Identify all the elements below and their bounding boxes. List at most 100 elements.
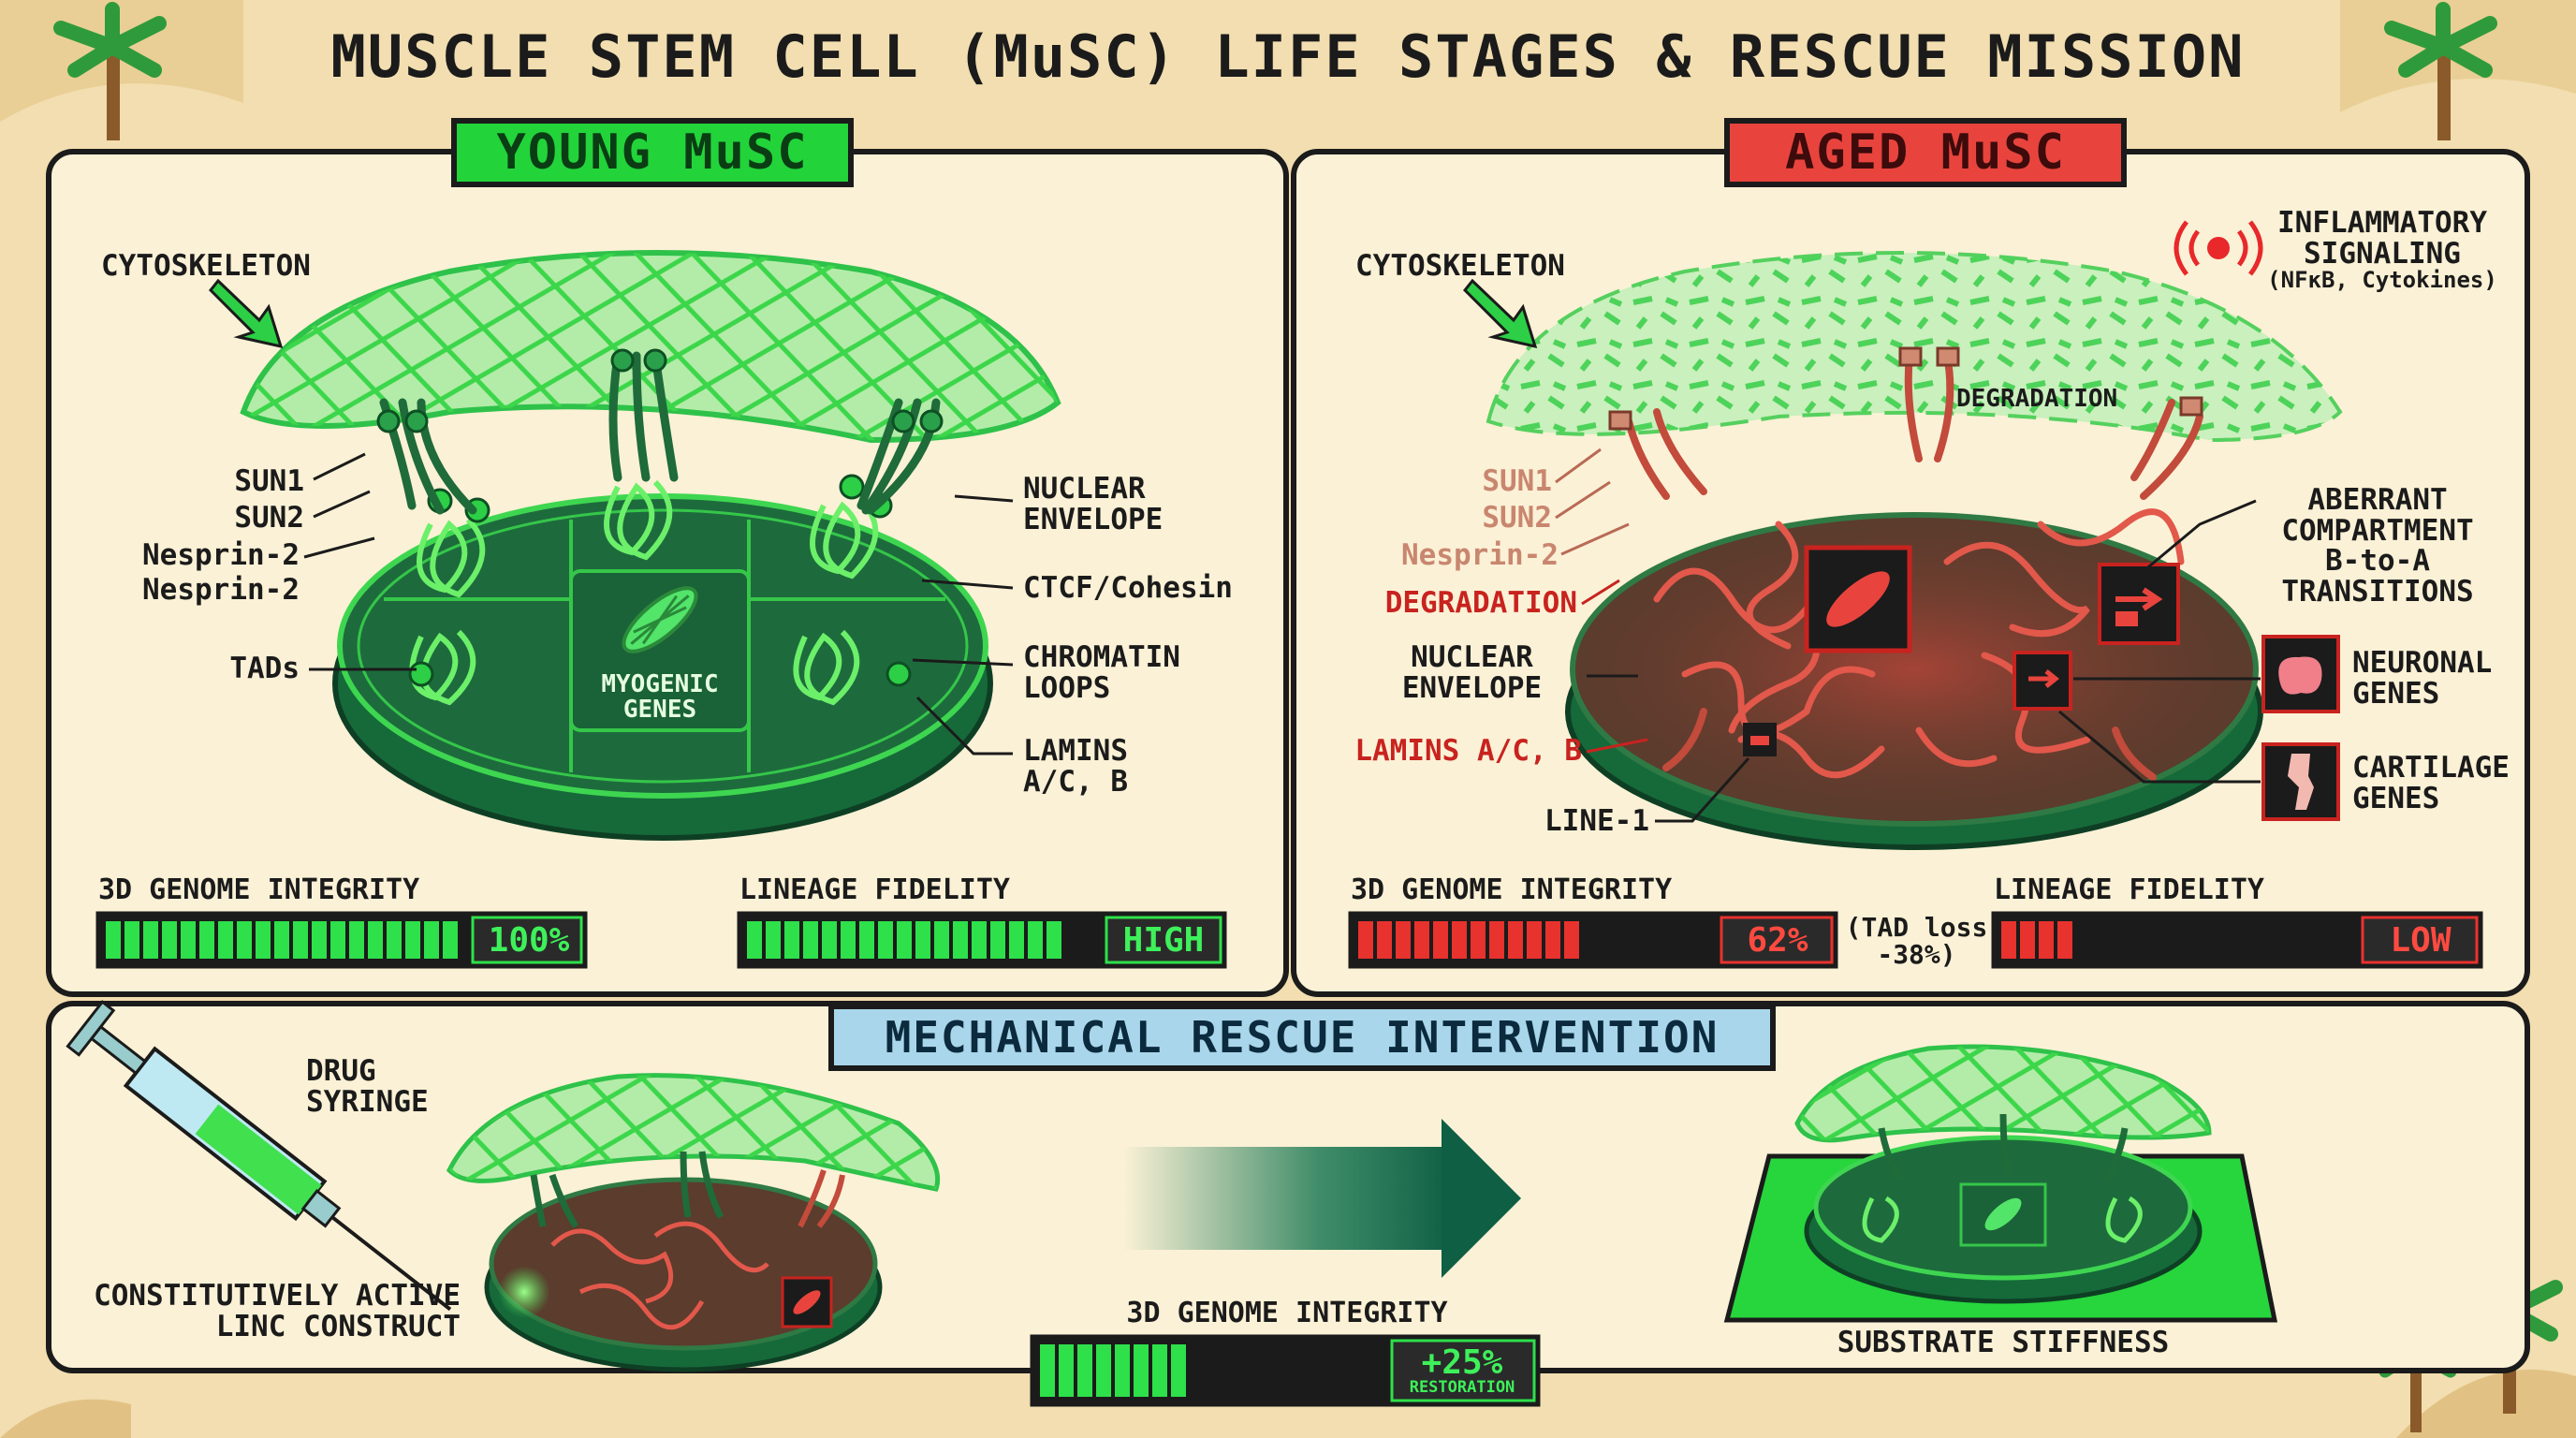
rescue-integrity-bar-segment — [1096, 1344, 1111, 1397]
aged-integrity-bar — [1348, 911, 1838, 969]
aged-integrity-bar-segment — [1414, 921, 1429, 959]
young-integrity-bar-segment — [199, 921, 214, 959]
aged-integrity-bar-segment — [1452, 921, 1467, 959]
young-fidelity-bar-segment — [822, 921, 837, 959]
aged-integrity-bar-segment — [1377, 921, 1392, 959]
aged-fidelity-label: LINEAGE FIDELITY — [1994, 873, 2264, 906]
aged-nuclear-envelope-line-1: NUCLEAR — [1411, 640, 1533, 674]
chromatin-loops — [409, 479, 879, 706]
aged-fidelity-bar-segment — [2282, 921, 2297, 959]
neuronal-genes-line-2: GENES — [2352, 676, 2440, 711]
young-chromatin-loops-line-2: LOOPS — [1023, 670, 1111, 705]
young-banner: YOUNG MuSC — [451, 118, 854, 187]
aged-integrity-bar-segment — [1676, 921, 1691, 959]
inflammatory-line-3: (NFκB, Cytokines) — [2267, 267, 2497, 294]
substrate-stiffness-label: SUBSTRATE STIFFNESS — [1837, 1326, 2170, 1359]
aged-integrity-bar-segment — [1396, 921, 1411, 959]
young-integrity-bar-segment — [274, 921, 289, 959]
tad-loss-line-1: (TAD loss — [1845, 912, 1988, 943]
aged-integrity-bar-segment — [1583, 921, 1598, 959]
young-fidelity-bar-segment — [803, 921, 818, 959]
aged-integrity-note: (TAD loss-38%) — [1839, 914, 1994, 969]
page-title: MUSCLE STEM CELL (MuSC) LIFE STAGES & RE… — [330, 22, 2246, 91]
aged-nucleus — [1565, 508, 2263, 850]
rescue-integrity-value: +25%RESTORATION — [1392, 1341, 1532, 1401]
aged-integrity-bar-segment — [1358, 921, 1373, 959]
restored-nucleus — [1723, 1044, 2278, 1323]
young-fidelity-bar-segment — [878, 921, 893, 959]
young-integrity-bar-segment — [162, 921, 177, 959]
myogenic-genes-icon — [622, 586, 698, 653]
aged-integrity-bar-segment — [1658, 921, 1673, 959]
aged-cytoskeleton — [1486, 251, 2343, 781]
young-fidelity-bar-segment — [1009, 921, 1024, 959]
aberrant-line-4: TRANSITIONS — [2281, 574, 2474, 609]
tad-loss-line-2: -38%) — [1877, 939, 1956, 971]
aged-integrity-bar-segment — [1489, 921, 1504, 959]
young-chromatin-loops-line-1: CHROMATIN — [1023, 640, 1180, 674]
young-fidelity-bar-segment — [915, 921, 930, 959]
young-fidelity-bar-segment — [1028, 921, 1043, 959]
young-lamins-line-2: A/C, B — [1023, 764, 1128, 799]
myogenic-genes-line-2: GENES — [622, 696, 697, 725]
aged-banner: AGED MuSC — [1724, 118, 2127, 187]
young-integrity-bar — [95, 911, 588, 969]
cartilage-genes-line-2: GENES — [2352, 781, 2440, 815]
young-fidelity-bar-segment — [747, 921, 762, 959]
aged-sun2-label: SUN2 — [1482, 501, 1552, 535]
young-fidelity-label: LINEAGE FIDELITY — [739, 873, 1010, 906]
brain-icon — [2261, 635, 2340, 713]
syringe-icon — [66, 1000, 452, 1312]
drug-syringe-line-2: SYRINGE — [306, 1084, 429, 1119]
aged-fidelity-bar-segment — [2001, 921, 2016, 959]
aged-fidelity-bar-segment — [2114, 921, 2129, 959]
rescue-integrity-bar-segment — [1321, 1344, 1336, 1397]
young-integrity-bar-segment — [218, 921, 233, 959]
young-sun2-label: SUN2 — [234, 501, 304, 535]
aged-degradation-top-label: DEGRADATION — [1956, 385, 2118, 413]
aged-degradation-side-label: DEGRADATION — [1384, 586, 1577, 620]
young-cytoskeleton — [240, 250, 1061, 515]
aged-integrity-bar-segment — [1433, 921, 1448, 959]
young-integrity-bar-segment — [106, 921, 121, 959]
young-fidelity-bar-segment — [1046, 921, 1061, 959]
transition-arrow — [1123, 1147, 1451, 1250]
rescue-integrity-bar-segment — [1302, 1344, 1317, 1397]
aged-fidelity-bar-segment — [2132, 921, 2147, 959]
aged-fidelity-bar-segment — [2039, 921, 2054, 959]
young-integrity-bar-segment — [387, 921, 402, 959]
young-banner-label: YOUNG MuSC — [496, 125, 809, 181]
construct-line-1: CONSTITUTIVELY ACTIVE — [94, 1279, 461, 1313]
young-integrity-bar-segment — [312, 921, 327, 959]
young-fidelity-bar-segment — [859, 921, 874, 959]
green-arrow-icon — [208, 278, 284, 349]
rescue-value-sub: RESTORATION — [1409, 1377, 1515, 1397]
neuronal-genes-line-1: NEURONAL — [2352, 646, 2493, 680]
young-integrity-bar-segment — [124, 921, 139, 959]
cartilage-joint-icon — [2261, 742, 2340, 821]
aged-nuclear-envelope-line-2: ENVELOPE — [1401, 670, 1543, 705]
young-integrity-bar-segment — [293, 921, 308, 959]
young-integrity-bar-segment — [330, 921, 345, 959]
young-ctcf-label: CTCF/Cohesin — [1023, 571, 1233, 605]
construct-line-2: LINC CONSTRUCT — [215, 1309, 461, 1343]
young-fidelity-bar-segment — [990, 921, 1005, 959]
aged-fidelity-bar-segment — [2076, 921, 2091, 959]
rescue-integrity-bar-segment — [1358, 1344, 1373, 1397]
linc-complexes — [379, 351, 941, 515]
young-fidelity-bar-segment — [784, 921, 799, 959]
rescue-value-main: +25% — [1421, 1343, 1503, 1382]
aged-integrity-bar-segment — [1545, 921, 1560, 959]
rescue-integrity-bar-segment — [1283, 1344, 1298, 1397]
young-fidelity-bar-segment — [897, 921, 912, 959]
rescue-integrity-bar-segment — [1134, 1344, 1149, 1397]
aged-cytoskeleton-label: CYTOSKELETON — [1355, 249, 1565, 283]
young-fidelity-bar — [737, 911, 1227, 969]
